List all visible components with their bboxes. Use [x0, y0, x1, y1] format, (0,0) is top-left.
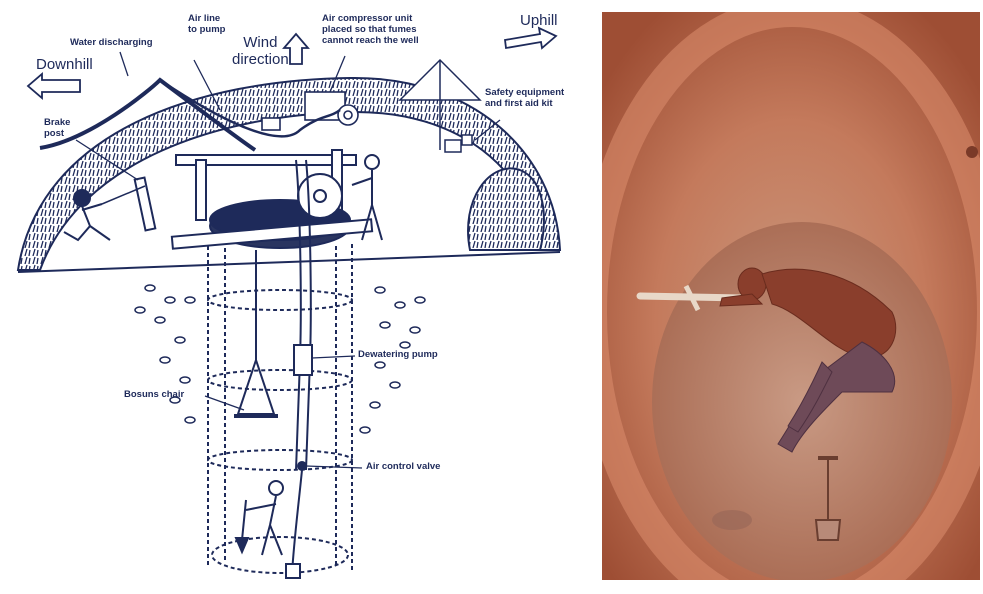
brake-post	[135, 178, 156, 231]
uphill-arrow	[505, 28, 556, 48]
label-bosuns-chair: Bosuns chair	[124, 390, 184, 401]
bosuns-chair	[234, 250, 278, 416]
downhill-arrow	[28, 74, 80, 98]
worker-bottom	[236, 481, 283, 555]
photo-illustration	[602, 12, 980, 580]
label-brake-post: Brake post	[44, 118, 70, 140]
well-construction-diagram: Water discharging Air line to pump Air c…	[0, 0, 590, 594]
label-uphill: Uphill	[520, 12, 558, 29]
label-water-discharging: Water discharging	[70, 38, 153, 49]
windlass-frame	[172, 150, 372, 249]
label-air-control-valve: Air control valve	[366, 462, 440, 473]
well-digging-photo	[602, 12, 980, 580]
label-dewatering-pump: Dewatering pump	[358, 350, 438, 361]
well-shaft	[208, 244, 352, 573]
label-downhill: Downhill	[36, 56, 93, 73]
ground-line	[18, 252, 560, 272]
label-air-line: Air line to pump	[188, 14, 225, 36]
label-wind-direction: Wind direction	[232, 34, 289, 69]
label-air-compressor: Air compressor unit placed so that fumes…	[322, 14, 419, 47]
label-safety-equipment: Safety equipment and first aid kit	[485, 88, 564, 110]
bush	[468, 168, 544, 250]
